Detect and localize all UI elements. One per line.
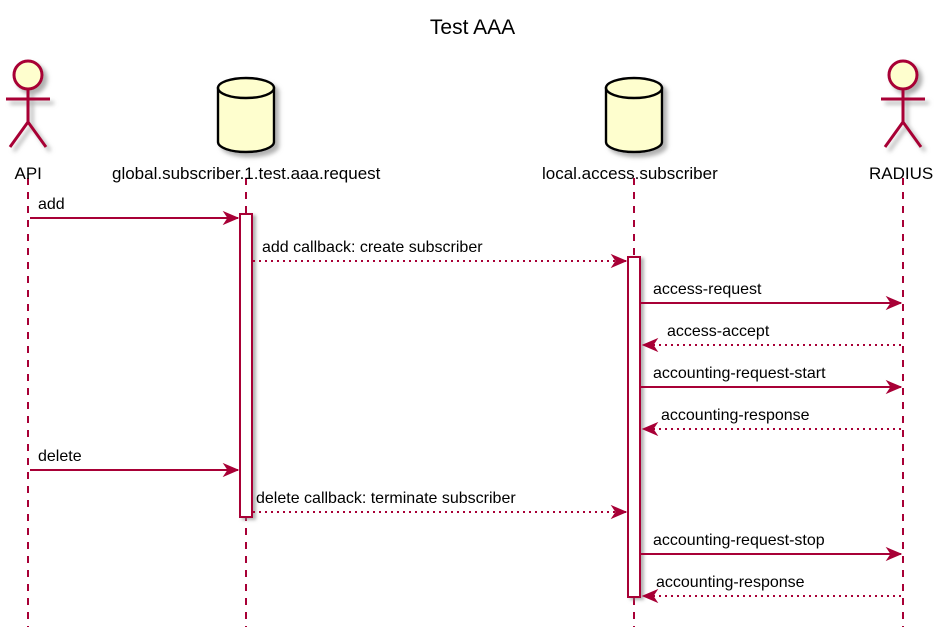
message-msg-10[interactable] [641,588,901,604]
message-arrowhead [641,337,659,353]
message-label-msg-5: accounting-request-start [653,365,826,382]
message-msg-5[interactable] [641,379,903,395]
message-msg-3[interactable] [641,295,903,311]
message-arrow-group [30,210,903,604]
message-msg-7[interactable] [30,462,240,478]
message-arrowhead [222,462,240,478]
message-msg-8[interactable] [253,504,628,520]
participant-shape-group [6,59,925,154]
message-msg-1[interactable] [30,210,240,226]
participant-label-local_subscriber: local.access.subscriber [542,164,718,183]
message-arrowhead [641,588,659,604]
activation-bar-global_request [239,213,253,518]
message-arrowhead [222,210,240,226]
message-label-msg-7: delete [38,448,82,465]
message-arrowhead [885,546,903,562]
message-label-msg-10: accounting-response [656,574,805,591]
message-label-msg-2: add callback: create subscriber [262,239,483,256]
activation-bar-group [239,213,641,598]
participant-label-api: API [14,164,42,183]
message-msg-2[interactable] [253,253,628,269]
participant-label-global_request: global.subscriber.1.test.aaa.request [112,164,381,183]
participant-radius-actor-stick-figure-icon[interactable] [881,59,925,148]
participant-api-actor-stick-figure-icon[interactable] [6,59,50,148]
message-msg-4[interactable] [641,337,901,353]
message-label-msg-9: accounting-request-stop [653,532,825,549]
message-arrowhead [885,295,903,311]
message-arrowhead [885,379,903,395]
message-label-msg-3: access-request [653,281,762,298]
message-arrowhead [610,253,628,269]
participant-label-radius: RADIUS [869,164,934,183]
message-label-msg-6: accounting-response [661,407,810,424]
message-label-msg-1: add [38,196,65,213]
participant-global_request-database-cylinder-icon[interactable] [216,76,276,154]
message-label-msg-8: delete callback: terminate subscriber [256,490,516,507]
participant-local_subscriber-database-cylinder-icon[interactable] [604,76,664,154]
message-msg-6[interactable] [641,421,901,437]
diagram-title: Test AAA [429,16,516,39]
message-msg-9[interactable] [641,546,903,562]
message-arrowhead [641,421,659,437]
message-label-msg-4: access-accept [667,323,770,340]
message-arrowhead [610,504,628,520]
activation-bar-local_subscriber [627,256,641,598]
